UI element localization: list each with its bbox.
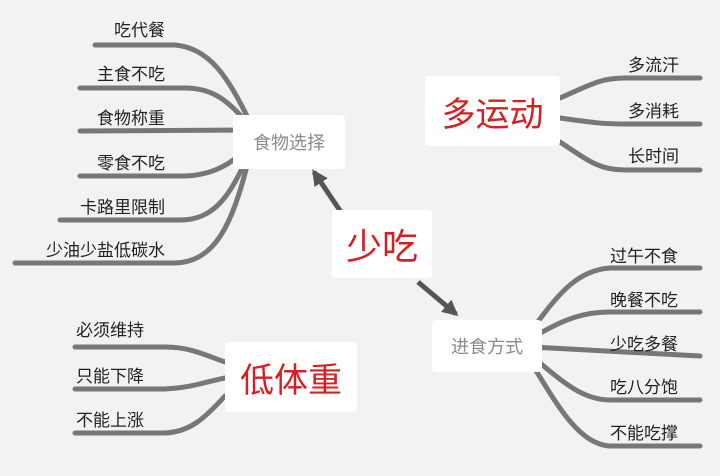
leaf-eating-method: 吃八分饱 [610,378,678,398]
topic-low-weight: 低体重 [225,342,357,412]
leaf-food-choice: 主食不吃 [97,65,165,85]
leaf-eating-method: 晚餐不吃 [610,291,678,311]
center-topic-label: 少吃 [345,227,418,268]
leaf-exercise: 多流汗 [628,56,679,76]
leaf-eating-method: 不能吃撑 [610,424,678,444]
leaf-eating-method: 过午不食 [610,247,678,267]
topic-exercise-label: 多运动 [441,94,544,135]
eating-method-branches [529,265,703,449]
branch-line [72,344,228,365]
leaf-food-choice: 零食不吃 [97,154,165,174]
topic-eating-method-label: 进食方式 [451,337,523,358]
branch-line [557,139,703,173]
branch-line [77,127,251,134]
low-weight-branches [72,344,228,436]
leaf-food-choice: 卡路里限制 [80,198,165,218]
topic-low-weight-label: 低体重 [240,360,342,401]
leaf-exercise: 多消耗 [628,102,679,122]
leaf-food-choice: 吃代餐 [114,21,165,41]
topic-food-choice: 食物选择 [233,115,345,169]
leaf-low-weight: 必须维持 [76,321,144,341]
branch-line [72,375,228,392]
leaf-low-weight: 只能下降 [76,367,144,387]
branch-line [12,159,251,266]
leaf-eating-method: 少吃多餐 [610,335,678,355]
exercise-branches [557,75,703,173]
branch-line [529,265,703,333]
branch-line [92,42,251,121]
branch-line [529,309,703,341]
topic-eating-method: 进食方式 [432,320,542,372]
branch-line [529,353,703,403]
leaf-exercise: 长时间 [628,147,679,167]
arrow-to-eating-method [416,280,459,317]
branch-line [529,361,703,449]
leaf-food-choice: 食物称重 [97,109,165,129]
branch-line [72,393,228,436]
leaf-food-choice: 少油少盐低碳水 [46,241,165,261]
center-topic: 少吃 [332,210,432,278]
branch-line [557,75,703,101]
branch-line [557,115,703,127]
topic-exercise: 多运动 [425,76,560,146]
branch-line [57,153,251,223]
leaf-low-weight: 不能上涨 [76,411,144,431]
branch-line [529,344,703,359]
topic-food-choice-label: 食物选择 [253,133,325,154]
